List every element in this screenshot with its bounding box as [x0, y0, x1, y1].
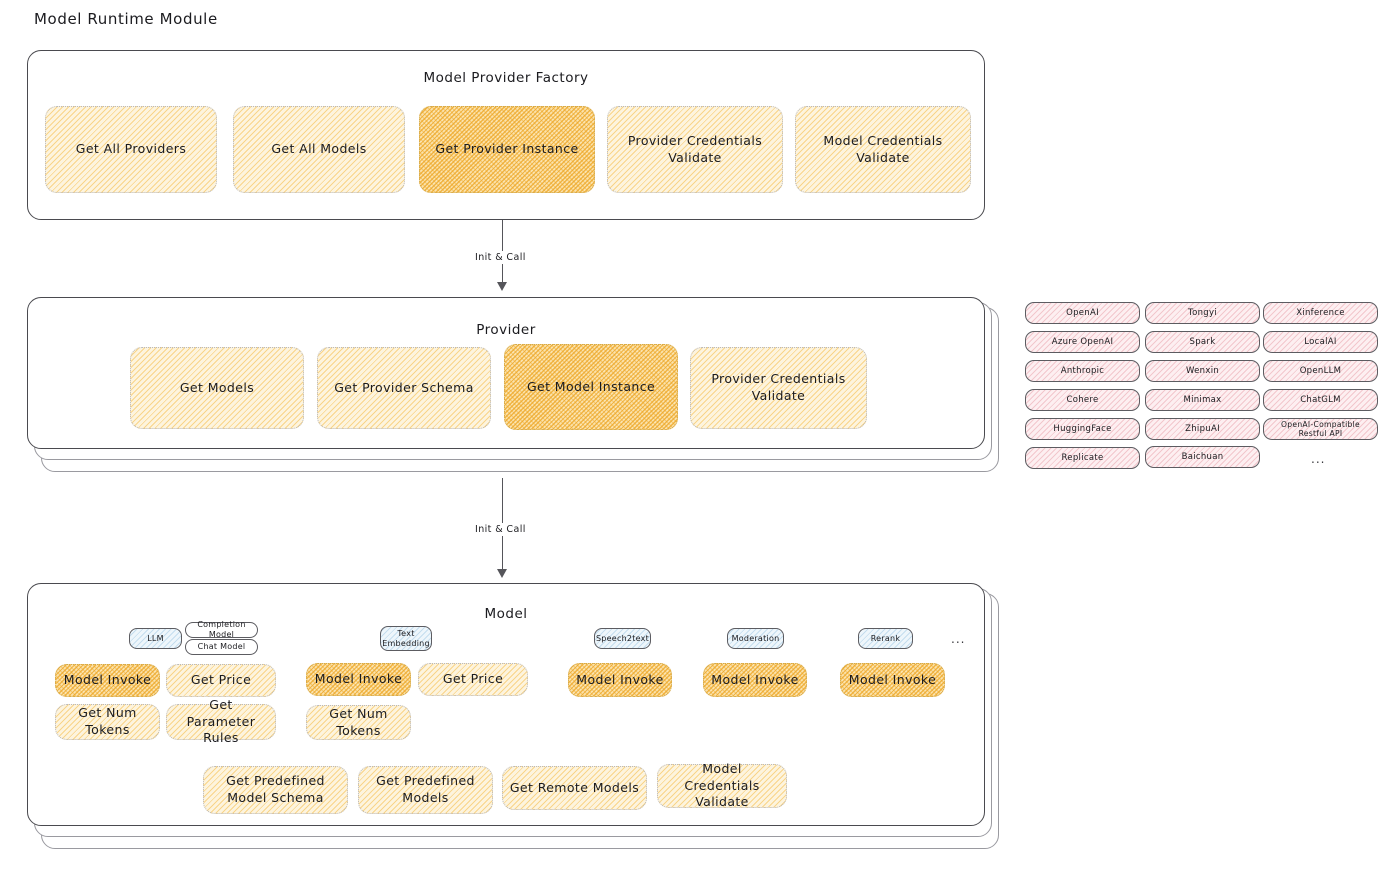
- model-types-more: ...: [951, 632, 966, 646]
- model-subtag-chat-model[interactable]: Chat Model: [185, 639, 258, 655]
- provider-chip-wenxin[interactable]: Wenxin: [1145, 360, 1260, 382]
- provider-node-get-model-instance[interactable]: Get Model Instance: [504, 344, 678, 430]
- provider-chip-zhipuai[interactable]: ZhipuAI: [1145, 418, 1260, 440]
- model-type-tag-rerank[interactable]: Rerank: [858, 628, 913, 649]
- model-provider-factory-title: Model Provider Factory: [423, 70, 589, 86]
- provider-node-get-models[interactable]: Get Models: [130, 347, 304, 429]
- llm-op-get-num-tokens[interactable]: Get Num Tokens: [55, 704, 160, 740]
- factory-node-get-all-models[interactable]: Get All Models: [233, 106, 405, 193]
- text-embedding-op-get-num-tokens[interactable]: Get Num Tokens: [306, 705, 411, 740]
- provider-chip-minimax[interactable]: Minimax: [1145, 389, 1260, 411]
- model-op-get-predefined-models[interactable]: Get Predefined Models: [358, 766, 493, 814]
- model-subtag-completion-model[interactable]: Completion Model: [185, 620, 258, 639]
- provider-chip-huggingface[interactable]: HuggingFace: [1025, 418, 1140, 440]
- factory-node-get-provider-instance[interactable]: Get Provider Instance: [419, 106, 595, 193]
- llm-op-model-invoke[interactable]: Model Invoke: [55, 664, 160, 697]
- speech2text-op-model-invoke[interactable]: Model Invoke: [568, 663, 672, 697]
- arrow-provider-to-model-label: Init & Call: [471, 523, 530, 536]
- provider-chip-spark[interactable]: Spark: [1145, 331, 1260, 353]
- model-type-tag-llm[interactable]: LLM: [129, 628, 182, 649]
- arrow-factory-to-provider-label: Init & Call: [471, 251, 530, 264]
- model-type-tag-moderation[interactable]: Moderation: [727, 628, 784, 649]
- provider-title: Provider: [476, 322, 536, 338]
- provider-chip-cohere[interactable]: Cohere: [1025, 389, 1140, 411]
- text-embedding-op-model-invoke[interactable]: Model Invoke: [306, 663, 411, 696]
- model-op-model-credentials-validate[interactable]: Model Credentials Validate: [657, 761, 787, 809]
- provider-chip-azure-openai[interactable]: Azure OpenAI: [1025, 331, 1140, 353]
- provider-node-get-provider-schema[interactable]: Get Provider Schema: [317, 347, 491, 429]
- llm-op-get-price[interactable]: Get Price: [166, 664, 276, 697]
- provider-chip-localai[interactable]: LocalAI: [1263, 331, 1378, 353]
- provider-chip-replicate[interactable]: Replicate: [1025, 447, 1140, 469]
- text-embedding-op-get-price[interactable]: Get Price: [418, 663, 528, 696]
- page-title: Model Runtime Module: [34, 10, 218, 28]
- provider-chip-baichuan[interactable]: Baichuan: [1145, 446, 1260, 468]
- provider-chip-xinference[interactable]: Xinference: [1263, 302, 1378, 324]
- factory-node-provider-credentials-validate[interactable]: Provider Credentials Validate: [607, 106, 783, 193]
- factory-node-model-credentials-validate[interactable]: Model Credentials Validate: [795, 106, 971, 193]
- rerank-op-model-invoke[interactable]: Model Invoke: [840, 663, 945, 697]
- provider-chip-openai-compatible-restful-api[interactable]: OpenAI-Compatible Restful API: [1263, 418, 1378, 440]
- model-op-get-remote-models[interactable]: Get Remote Models: [502, 766, 647, 810]
- moderation-op-model-invoke[interactable]: Model Invoke: [703, 663, 807, 697]
- provider-chip-tongyi[interactable]: Tongyi: [1145, 302, 1260, 324]
- model-type-tag-text-embedding[interactable]: Text Embedding: [380, 626, 432, 651]
- arrow-provider-to-model-head: [497, 569, 507, 578]
- factory-node-get-all-providers[interactable]: Get All Providers: [45, 106, 217, 193]
- arrow-factory-to-provider-head: [497, 282, 507, 291]
- provider-node-provider-credentials-validate[interactable]: Provider Credentials Validate: [690, 347, 867, 429]
- provider-chip-openllm[interactable]: OpenLLM: [1263, 360, 1378, 382]
- model-title: Model: [484, 606, 528, 622]
- llm-op-get-parameter-rules[interactable]: Get Parameter Rules: [166, 697, 276, 745]
- provider-chip-anthropic[interactable]: Anthropic: [1025, 360, 1140, 382]
- provider-chip-chatglm[interactable]: ChatGLM: [1263, 389, 1378, 411]
- model-op-get-predefined-model-schema[interactable]: Get Predefined Model Schema: [203, 766, 348, 814]
- provider-list-more: ...: [1311, 452, 1326, 466]
- provider-chip-openai[interactable]: OpenAI: [1025, 302, 1140, 324]
- model-type-tag-speech2text[interactable]: Speech2text: [594, 628, 651, 649]
